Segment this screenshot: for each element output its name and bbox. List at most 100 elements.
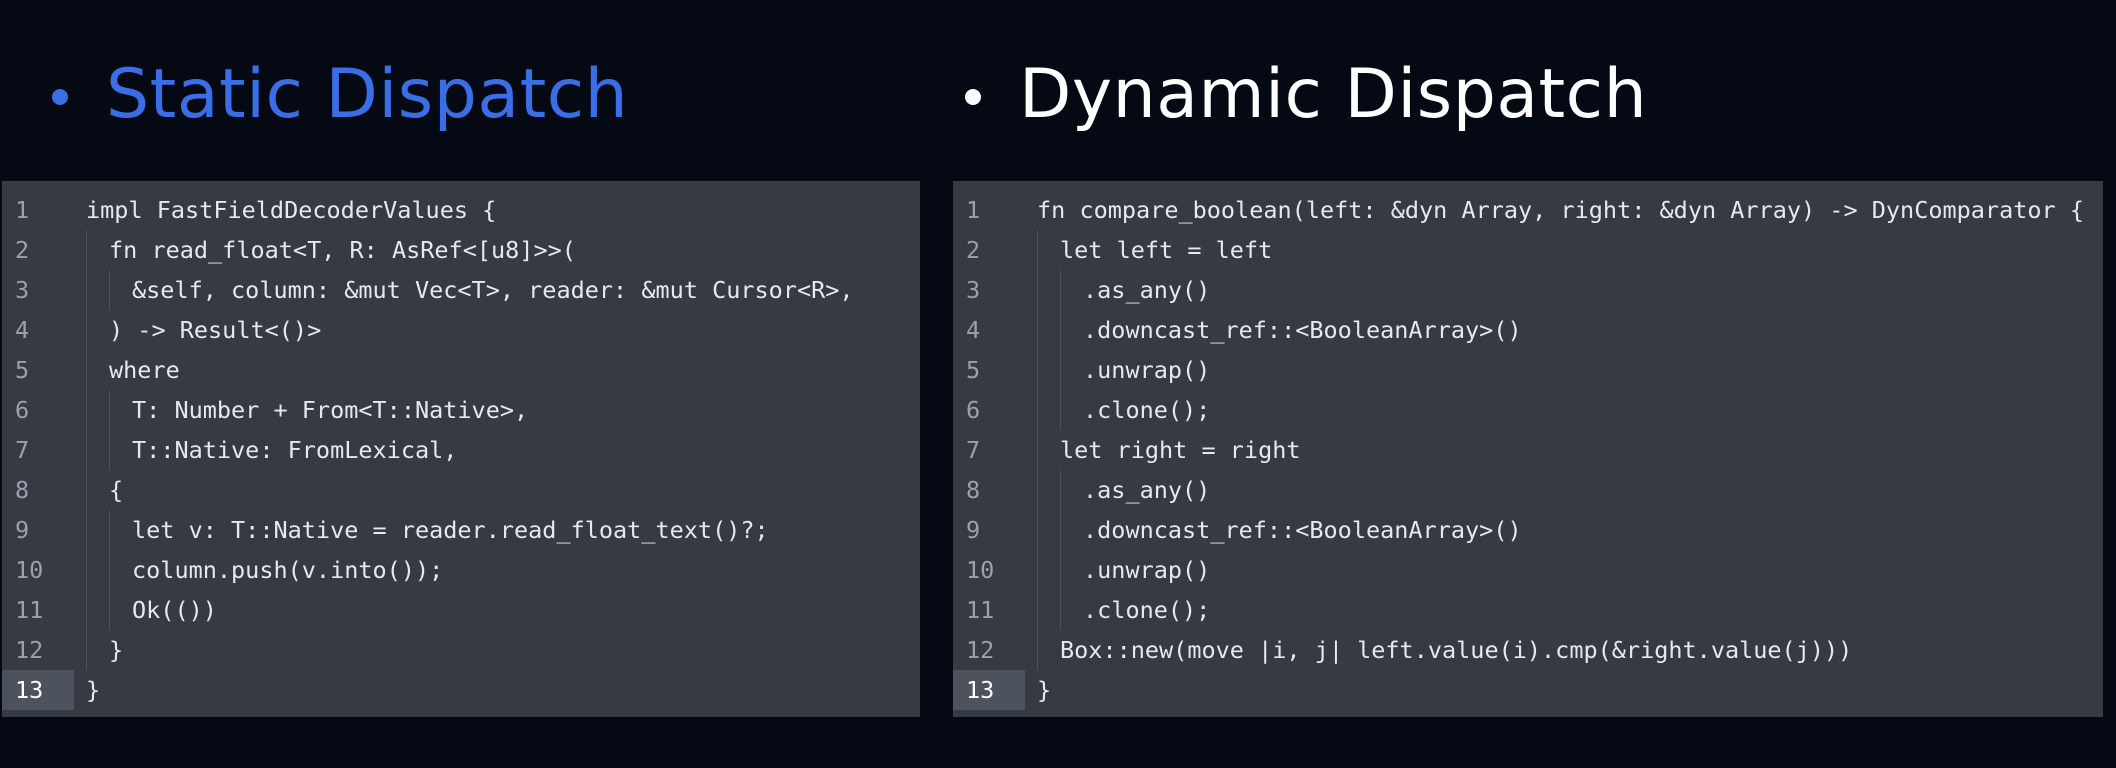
code-line[interactable]: 5 where <box>2 350 920 390</box>
code-line[interactable]: 13} <box>2 670 920 710</box>
indent-guide <box>109 590 110 630</box>
indent-guide <box>86 430 87 470</box>
line-number: 10 <box>15 556 44 584</box>
line-number: 3 <box>15 276 30 304</box>
code-line[interactable]: 3 .as_any() <box>953 270 2103 310</box>
indent-guide <box>109 430 110 470</box>
code-line[interactable]: 8{ <box>2 470 920 510</box>
code-text: { <box>109 476 124 504</box>
line-number: 13 <box>2 670 74 710</box>
line-number: 6 <box>15 396 30 424</box>
indent-guide <box>1037 470 1038 510</box>
code-text: Ok(()) <box>132 596 217 624</box>
code-text: } <box>86 676 101 704</box>
line-number: 4 <box>15 316 30 344</box>
code-text: .clone(); <box>1083 396 1211 424</box>
indent-guide <box>109 270 110 310</box>
indent-guide <box>86 310 87 350</box>
code-line[interactable]: 4) -> Result<()> <box>2 310 920 350</box>
code-line[interactable]: 10 column.push(v.into()); <box>2 550 920 590</box>
code-line[interactable]: 5.unwrap() <box>953 350 2103 390</box>
code-line[interactable]: 7 T::Native: FromLexical, <box>2 430 920 470</box>
code-text: .as_any() <box>1083 476 1211 504</box>
indent-guide <box>1037 630 1038 670</box>
code-text: column.push(v.into()); <box>132 556 444 584</box>
code-line[interactable]: 13} <box>953 670 2103 710</box>
code-line[interactable]: 3&self, column: &mut Vec<T>, reader: &mu… <box>2 270 920 310</box>
line-number: 8 <box>15 476 30 504</box>
code-line[interactable]: 12} <box>2 630 920 670</box>
code-text: where <box>109 356 180 384</box>
indent-guide <box>1037 590 1038 630</box>
indent-guide <box>86 630 87 670</box>
line-number: 5 <box>15 356 30 384</box>
line-number: 6 <box>966 396 981 424</box>
line-number: 7 <box>15 436 30 464</box>
line-number: 13 <box>953 670 1025 710</box>
code-text: .as_any() <box>1083 276 1211 304</box>
line-number: 11 <box>966 596 995 624</box>
static-dispatch-heading: Static Dispatch <box>52 44 628 144</box>
line-number: 4 <box>966 316 981 344</box>
indent-guide <box>1060 510 1061 550</box>
indent-guide <box>1037 310 1038 350</box>
code-text: Box::new(move |i, j| left.value(i).cmp(&… <box>1060 636 1853 664</box>
code-text: } <box>109 636 124 664</box>
indent-guide <box>86 270 87 310</box>
indent-guide <box>86 470 87 510</box>
code-line[interactable]: 6 .clone(); <box>953 390 2103 430</box>
indent-guide <box>109 390 110 430</box>
indent-guide <box>86 350 87 390</box>
indent-guide <box>1060 590 1061 630</box>
indent-guide <box>1060 470 1061 510</box>
indent-guide <box>1037 510 1038 550</box>
code-text: T::Native: FromLexical, <box>132 436 458 464</box>
dynamic-dispatch-heading: Dynamic Dispatch <box>965 44 1647 144</box>
code-text: T: Number + From<T::Native>, <box>132 396 529 424</box>
indent-guide <box>1037 270 1038 310</box>
indent-guide <box>1037 430 1038 470</box>
line-number: 2 <box>15 236 30 264</box>
line-number: 10 <box>966 556 995 584</box>
indent-guide <box>109 510 110 550</box>
bullet-icon <box>52 89 68 105</box>
code-text: .downcast_ref::<BooleanArray>() <box>1083 516 1522 544</box>
indent-guide <box>1060 350 1061 390</box>
indent-guide <box>86 590 87 630</box>
indent-guide <box>86 550 87 590</box>
code-line[interactable]: 10 .unwrap() <box>953 550 2103 590</box>
code-line[interactable]: 11.clone(); <box>953 590 2103 630</box>
code-line[interactable]: 1 impl FastFieldDecoderValues { <box>2 190 920 230</box>
line-number: 1 <box>15 196 30 224</box>
code-line[interactable]: 6 T: Number + From<T::Native>, <box>2 390 920 430</box>
line-number: 11 <box>15 596 44 624</box>
dynamic-dispatch-title: Dynamic Dispatch <box>1019 54 1648 134</box>
line-number: 9 <box>15 516 30 544</box>
code-line[interactable]: 9.downcast_ref::<BooleanArray>() <box>953 510 2103 550</box>
code-line[interactable]: 4 .downcast_ref::<BooleanArray>() <box>953 310 2103 350</box>
code-line[interactable]: 11 Ok(()) <box>2 590 920 630</box>
line-number: 8 <box>966 476 981 504</box>
code-text: .downcast_ref::<BooleanArray>() <box>1083 316 1522 344</box>
code-text: .unwrap() <box>1083 556 1211 584</box>
line-number: 2 <box>966 236 981 264</box>
indent-guide <box>86 230 87 270</box>
code-text: let right = right <box>1060 436 1301 464</box>
code-text: impl FastFieldDecoderValues { <box>86 196 497 224</box>
indent-guide <box>86 510 87 550</box>
code-text: .unwrap() <box>1083 356 1211 384</box>
line-number: 3 <box>966 276 981 304</box>
indent-guide <box>1037 390 1038 430</box>
code-line[interactable]: 8 .as_any() <box>953 470 2103 510</box>
line-number: 1 <box>966 196 981 224</box>
